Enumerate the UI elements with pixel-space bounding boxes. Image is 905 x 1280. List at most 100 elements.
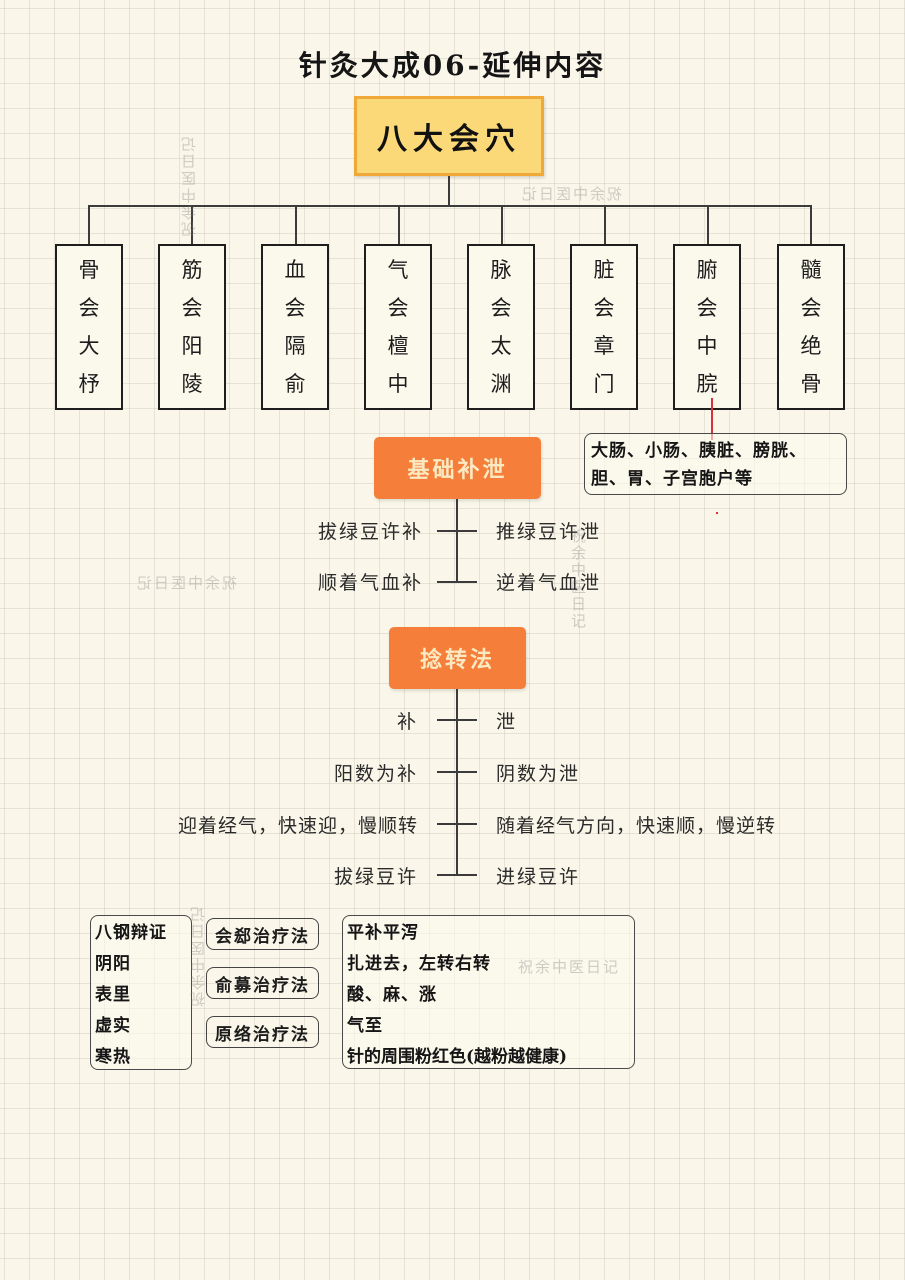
list-item: 扎进去，左转右转 xyxy=(347,954,491,974)
twirl-stem-line xyxy=(456,689,458,876)
char: 章 xyxy=(593,334,615,358)
char: 血 xyxy=(284,258,306,282)
qi-influential-point-box: 气 会 檀 中 xyxy=(364,244,432,410)
branch-drop-4 xyxy=(398,205,400,244)
watermark: 祝余中医日记 xyxy=(189,905,207,1007)
branch-drop-2 xyxy=(191,205,193,244)
char: 大 xyxy=(78,334,100,358)
list-item: 虚实 xyxy=(95,1016,131,1036)
basic-tick-2 xyxy=(437,581,477,583)
list-item: 针的周围粉红色(越粉越健康) xyxy=(347,1047,568,1067)
char: 杼 xyxy=(78,372,100,396)
char: 会 xyxy=(696,296,718,320)
char: 檀 xyxy=(387,334,409,358)
twirl-tick-1 xyxy=(437,719,477,721)
branch-horizontal-line xyxy=(88,205,812,207)
char: 脏 xyxy=(593,258,615,282)
twirl-right-label-4: 进绿豆许 xyxy=(496,866,581,888)
branch-drop-3 xyxy=(295,205,297,244)
root-stem-line xyxy=(448,176,450,206)
vessel-influential-point-box: 脉 会 太 渊 xyxy=(467,244,535,410)
branch-drop-6 xyxy=(604,205,606,244)
therapy-pill-xi-cleft: 会郄治疗法 xyxy=(206,918,319,950)
bone-influential-point-box: 骨 会 大 杼 xyxy=(55,244,123,410)
char: 会 xyxy=(78,296,100,320)
list-item: 酸、麻、涨 xyxy=(347,985,437,1005)
marrow-influential-point-box: 髓 会 绝 骨 xyxy=(777,244,845,410)
page-title: 针灸大成06-延伸内容 xyxy=(298,49,607,82)
red-connector-line xyxy=(711,398,713,440)
watermark: 祝余中医日记 xyxy=(569,528,587,630)
char: 渊 xyxy=(490,372,512,396)
fu-influential-point-box: 腑 会 中 脘 xyxy=(673,244,741,410)
char: 中 xyxy=(696,334,718,358)
twirl-right-label-3: 随着经气方向，快速顺，慢逆转 xyxy=(496,815,777,837)
list-item: 寒热 xyxy=(95,1047,131,1067)
list-item: 阴阳 xyxy=(95,954,131,974)
basic-tonify-reduce-node: 基础补泄 xyxy=(374,437,541,499)
list-item: 八钢辩证 xyxy=(95,923,167,943)
char: 陵 xyxy=(181,372,203,396)
basic-right-label-1: 推绿豆许泄 xyxy=(496,521,602,543)
char: 筋 xyxy=(181,258,203,282)
watermark: 祝余中医日记 xyxy=(180,135,198,237)
note-line-1: 大肠、小肠、胰脏、膀胱、 xyxy=(591,441,807,461)
fu-organs-note: 大肠、小肠、胰脏、膀胱、 胆、胃、子宫胞户等 xyxy=(584,433,847,495)
basic-right-label-2: 逆着气血泄 xyxy=(496,572,602,594)
watermark: 祝余中医日记 xyxy=(520,185,623,203)
basic-tick-1 xyxy=(437,530,477,532)
basic-left-label-2: 顺着气血补 xyxy=(317,572,423,594)
char: 隔 xyxy=(284,334,306,358)
char: 门 xyxy=(593,372,615,396)
char: 会 xyxy=(181,296,203,320)
twirl-tick-4 xyxy=(437,874,477,876)
watermark: 祝余中医日记 xyxy=(135,574,238,592)
basic-left-label-1: 拔绿豆许补 xyxy=(317,521,423,543)
zang-influential-point-box: 脏 会 章 门 xyxy=(570,244,638,410)
char: 腑 xyxy=(696,258,718,282)
twirl-right-label-2: 阴数为泄 xyxy=(496,763,581,785)
list-item: 气至 xyxy=(347,1016,383,1036)
twirl-left-label-2: 阳数为补 xyxy=(333,763,418,785)
twirl-left-label-3: 迎着经气，快速迎，慢顺转 xyxy=(177,815,418,837)
char: 会 xyxy=(800,296,822,320)
char: 脘 xyxy=(696,372,718,396)
char: 中 xyxy=(387,372,409,396)
needling-notes-box: 平补平泻 扎进去，左转右转 酸、麻、涨 气至 针的周围粉红色(越粉越健康) xyxy=(342,915,635,1069)
char: 太 xyxy=(490,334,512,358)
twirl-left-label-1: 补 xyxy=(396,711,418,733)
char: 会 xyxy=(387,296,409,320)
char: 髓 xyxy=(800,258,822,282)
note-line-2: 胆、胃、子宫胞户等 xyxy=(591,469,753,489)
watermark: 祝余中医日记 xyxy=(518,958,621,976)
char: 阳 xyxy=(181,334,203,358)
basic-stem-line xyxy=(456,499,458,582)
branch-drop-8 xyxy=(810,205,812,244)
eight-principles-box: 八钢辩证 阴阳 表里 虚实 寒热 xyxy=(90,915,192,1070)
twirling-method-node: 捻转法 xyxy=(389,627,526,689)
tendon-influential-point-box: 筋 会 阳 陵 xyxy=(158,244,226,410)
char: 会 xyxy=(490,296,512,320)
char: 绝 xyxy=(800,334,822,358)
list-item: 表里 xyxy=(95,985,131,1005)
list-item: 平补平泻 xyxy=(347,923,419,943)
char: 骨 xyxy=(800,372,822,396)
twirl-left-label-4: 拔绿豆许 xyxy=(333,866,418,888)
char: 会 xyxy=(593,296,615,320)
char: 气 xyxy=(387,258,409,282)
char: 会 xyxy=(284,296,306,320)
char: 脉 xyxy=(490,258,512,282)
blood-influential-point-box: 血 会 隔 俞 xyxy=(261,244,329,410)
branch-drop-1 xyxy=(88,205,90,244)
char: 俞 xyxy=(284,372,306,396)
twirl-tick-2 xyxy=(437,771,477,773)
therapy-pill-yuan-luo: 原络治疗法 xyxy=(206,1016,319,1048)
branch-drop-5 xyxy=(501,205,503,244)
char: 骨 xyxy=(78,258,100,282)
root-node-eight-influential-points: 八大会穴 xyxy=(354,96,544,176)
therapy-pill-shu-mu: 俞募治疗法 xyxy=(206,967,319,999)
red-dot xyxy=(716,512,718,514)
twirl-tick-3 xyxy=(437,823,477,825)
branch-drop-7 xyxy=(707,205,709,244)
twirl-right-label-1: 泄 xyxy=(496,711,518,733)
